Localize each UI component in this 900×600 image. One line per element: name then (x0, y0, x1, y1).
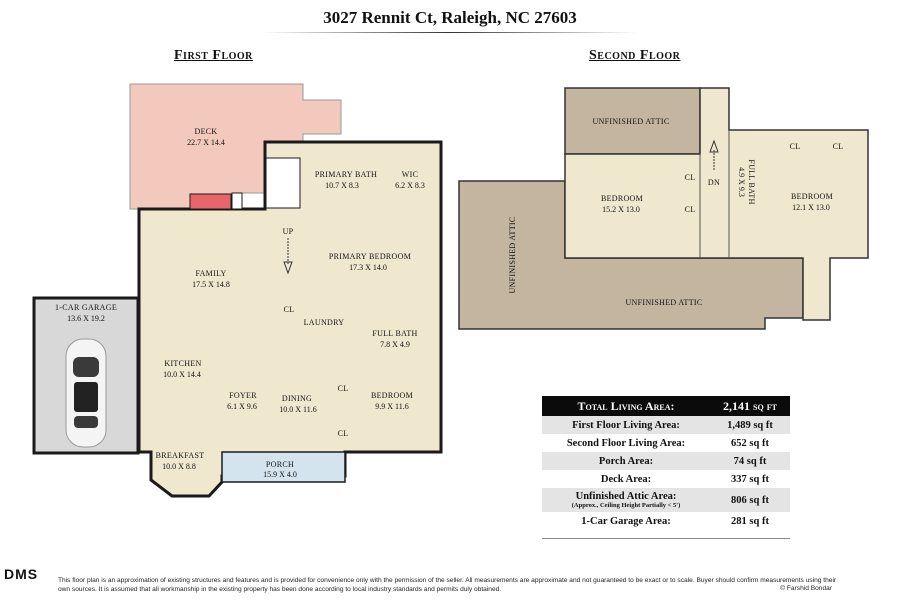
porch-label: PORCH (266, 460, 294, 469)
deck-dims: 22.7 X 14.4 (187, 138, 225, 147)
copyright-credit: © Farshid Bondar (780, 585, 832, 592)
full-bath-2-label: FULL BATH (747, 159, 756, 204)
area-label: First Floor Living Area: (542, 416, 710, 434)
full-bath-dims: 7.8 X 4.9 (380, 340, 410, 349)
attic-upper-label: UNFINISHED ATTIC (592, 117, 669, 126)
table-row: Second Floor Living Area: 652 sq ft (542, 434, 790, 452)
family-label: FAMILY (195, 269, 226, 278)
table-row: 1-Car Garage Area: 281 sq ft (542, 512, 790, 530)
table-row: Unfinished Attic Area: (Approx., Ceiling… (542, 488, 790, 512)
stair-down-arrow (709, 139, 719, 170)
table-row: First Floor Living Area: 1,489 sq ft (542, 416, 790, 434)
area-value: 74 sq ft (710, 452, 790, 470)
stairs-up-label: UP (283, 227, 294, 236)
property-address-title: 3027 Rennit Ct, Raleigh, NC 27603 (323, 8, 577, 27)
area-value: 281 sq ft (731, 515, 769, 527)
stair-up-arrow (283, 238, 293, 275)
area-label-with-note: Unfinished Attic Area: (Approx., Ceiling… (542, 488, 710, 512)
area-label: Unfinished Attic Area: (575, 491, 677, 502)
table-bottom-rule (542, 538, 790, 539)
chimney (189, 193, 232, 210)
second-floor-heading: Second Floor (589, 48, 681, 63)
area-label: Porch Area: (542, 452, 710, 470)
garage-label: 1-CAR GARAGE (55, 303, 117, 312)
disclaimer-text: This floor plan is an approximation of e… (58, 577, 837, 593)
dining-dims: 10.0 X 11.6 (279, 405, 316, 414)
porch-dims: 15.9 X 4.0 (263, 470, 297, 479)
area-value: 337 sq ft (731, 473, 769, 485)
deck-label: DECK (195, 127, 218, 136)
bedroom-label: BEDROOM (371, 391, 413, 400)
area-label: Deck Area: (600, 473, 652, 485)
total-area-label: Total Living Area: (542, 396, 710, 416)
full-bath-label: FULL BATH (372, 329, 417, 338)
bedroom-right-dims: 12.1 X 13.0 (792, 203, 830, 212)
closet-label-right-2: CL (833, 142, 844, 151)
breakfast-dims: 10.0 X 8.8 (162, 462, 196, 471)
area-label: 1-Car Garage Area: (581, 515, 671, 527)
wic-dims: 6.2 X 8.3 (395, 181, 425, 190)
kitchen-label: KITCHEN (164, 359, 201, 368)
closet-label-bedroom: CL (338, 429, 349, 438)
area-value: 1,489 sq ft (710, 416, 790, 434)
full-bath-2-dims: 4.9 X 9.3 (737, 167, 746, 197)
stair-void (265, 157, 301, 209)
primary-bath-dims: 10.7 X 8.3 (325, 181, 359, 190)
stairs-down-label: DN (708, 178, 720, 187)
chimney-gap (231, 192, 243, 210)
first-floor-heading: First Floor (174, 48, 253, 63)
area-summary-table: Total Living Area: 2,141 sq ft First Flo… (542, 396, 790, 530)
closet-label-left-2: CL (685, 205, 696, 214)
closet-label-right-1: CL (790, 142, 801, 151)
total-area-row: Total Living Area: 2,141 sq ft (542, 396, 790, 416)
laundry-label: LAUNDRY (304, 318, 345, 327)
closet-label-dining: CL (338, 384, 349, 393)
second-floor-living (564, 87, 869, 321)
table-row: Porch Area: 74 sq ft (542, 452, 790, 470)
table-row: Deck Area: 337 sq ft (542, 470, 790, 488)
porch-area (221, 451, 346, 483)
bedroom-dims: 9.9 X 11.6 (375, 402, 408, 411)
attic-upper (564, 87, 701, 155)
foyer-label: FOYER (229, 391, 257, 400)
car-icon (65, 338, 107, 448)
kitchen-dims: 10.0 X 14.4 (163, 370, 201, 379)
dms-logo: DMS (4, 566, 39, 582)
garage-dims: 13.6 X 19.2 (67, 314, 105, 323)
family-dims: 17.5 X 14.8 (192, 280, 230, 289)
bedroom-left-dims: 15.2 X 13.0 (602, 205, 640, 214)
foyer-dims: 6.1 X 9.6 (227, 402, 257, 411)
area-label: Second Floor Living Area: (566, 437, 686, 449)
area-value: 806 sq ft (710, 488, 790, 512)
title-divider (262, 32, 638, 33)
area-value: 652 sq ft (731, 437, 769, 449)
bedroom-right-label: BEDROOM (791, 192, 833, 201)
attic-bottom-label: UNFINISHED ATTIC (625, 298, 702, 307)
area-sublabel: (Approx., Ceiling Height Partially < 5') (571, 502, 681, 509)
total-area-value: 2,141 sq ft (710, 396, 790, 416)
primary-bedroom-label: PRIMARY BEDROOM (329, 252, 411, 261)
dining-label: DINING (282, 394, 312, 403)
primary-bath-label: PRIMARY BATH (315, 170, 377, 179)
breakfast-label: BREAKFAST (156, 451, 205, 460)
attic-left-label: UNFINISHED ATTIC (508, 216, 517, 293)
primary-bedroom-dims: 17.3 X 14.0 (349, 263, 387, 272)
closet-label-family: CL (284, 305, 295, 314)
wic-label: WIC (402, 170, 418, 179)
closet-label-left-1: CL (685, 173, 696, 182)
bedroom-left-label: BEDROOM (601, 194, 643, 203)
